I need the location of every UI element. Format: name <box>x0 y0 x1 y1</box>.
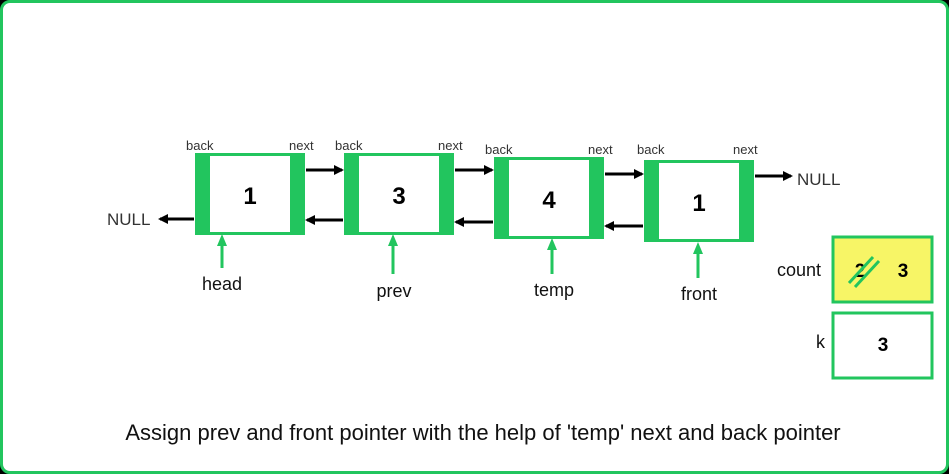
list-node: 3 back next <box>335 138 463 235</box>
back-label: back <box>637 142 665 157</box>
next-label: next <box>588 142 613 157</box>
back-label: back <box>335 138 363 153</box>
node-value: 4 <box>542 187 556 214</box>
list-node: 4 back next <box>485 142 613 239</box>
count-value: 3 <box>898 261 909 282</box>
null-left-label: NULL <box>107 210 150 229</box>
temp-pointer-label: temp <box>534 280 574 300</box>
count-box: 2 3 <box>831 235 934 304</box>
node-value: 3 <box>392 183 405 210</box>
prev-pointer-label: prev <box>376 281 411 301</box>
back-label: back <box>186 138 214 153</box>
list-node: 1 back next <box>186 138 314 235</box>
k-value: 3 <box>878 335 889 356</box>
null-right-label: NULL <box>797 170 840 189</box>
next-label: next <box>289 138 314 153</box>
front-pointer-label: front <box>681 284 717 304</box>
caption: Assign prev and front pointer with the h… <box>125 420 840 445</box>
node-value: 1 <box>692 190 705 217</box>
strike-line <box>853 259 881 289</box>
head-pointer-label: head <box>202 274 242 294</box>
k-box: 3 <box>831 311 934 380</box>
back-label: back <box>485 142 513 157</box>
next-label: next <box>438 138 463 153</box>
next-label: next <box>733 142 758 157</box>
list-node: 1 back next <box>637 142 758 242</box>
strike-line <box>847 255 875 285</box>
count-label: count <box>777 260 821 280</box>
node-value: 1 <box>243 183 256 210</box>
k-label: k <box>816 332 826 352</box>
